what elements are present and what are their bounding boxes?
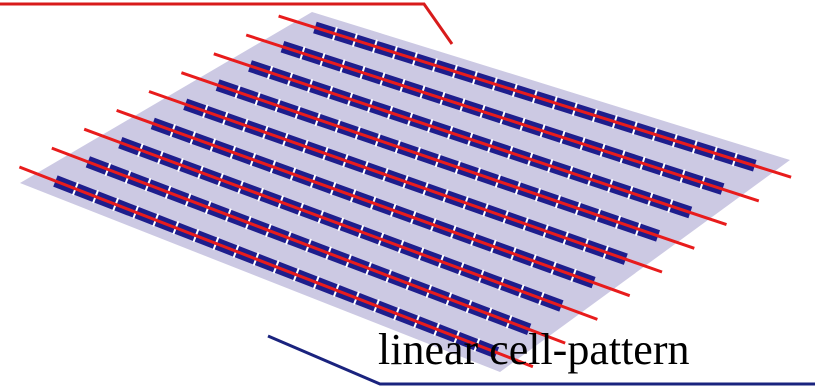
cell-row: [18, 165, 534, 369]
bottom-callout-label: linear cell-pattern: [378, 325, 689, 374]
interconnect-wire: [51, 146, 566, 345]
plate-surface: [20, 12, 790, 372]
cell-rows: [18, 14, 792, 369]
interconnect-wire: [116, 108, 631, 298]
cell-row: [278, 14, 792, 179]
top-callout-leader: [0, 2, 454, 45]
cell-row: [51, 146, 566, 345]
interconnect-wire: [83, 127, 598, 321]
interconnect-wire: [180, 71, 695, 250]
cell-row: [180, 71, 695, 250]
interconnect-wire: [213, 52, 727, 227]
interconnect-wire: [148, 90, 663, 274]
interconnect-wire: [18, 165, 534, 369]
cell-row: [83, 127, 598, 321]
cell-row: [213, 52, 727, 227]
substrate-plate: [20, 12, 790, 372]
cell-row: [245, 33, 760, 203]
interconnect-wire: [278, 14, 792, 179]
cell-row: [148, 90, 663, 274]
bottom-callout-leader: [267, 334, 815, 386]
cell-row: [116, 108, 631, 298]
interconnect-wire: [245, 33, 760, 203]
